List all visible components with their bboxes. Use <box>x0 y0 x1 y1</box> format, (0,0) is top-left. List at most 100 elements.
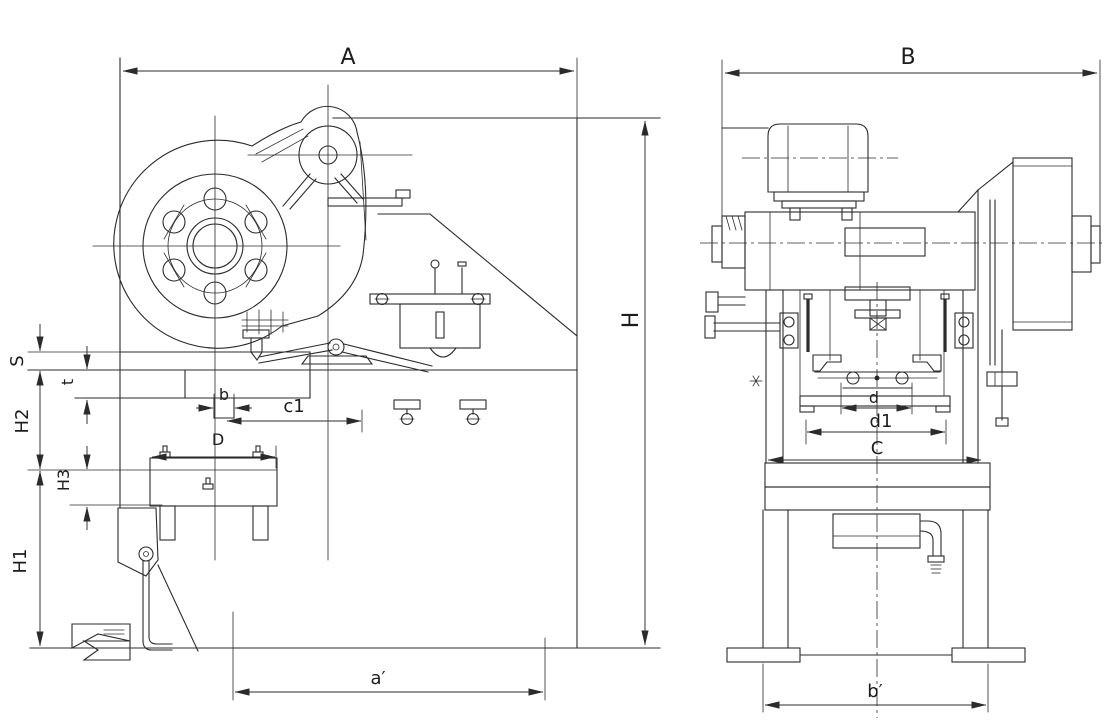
rocker-pivot <box>327 338 345 356</box>
dimension-d: d <box>840 382 913 415</box>
dimension-c1: c1 <box>226 396 363 433</box>
punch-tip <box>249 351 263 361</box>
link-bar <box>341 351 429 373</box>
bolster-block-upper <box>764 462 991 488</box>
slide-assembly <box>704 286 974 387</box>
base <box>726 282 1026 718</box>
t-bolt-stem <box>162 445 168 453</box>
brace-diagonal <box>157 564 199 652</box>
tie-bar-end <box>704 315 716 339</box>
bracket-leg-left-inner <box>289 178 317 210</box>
punch-holder-stem <box>250 337 263 353</box>
motor-foot <box>841 207 853 221</box>
flywheel-bolt <box>162 210 186 234</box>
pulley-shaft-hole <box>318 145 338 165</box>
t-bolt-stem <box>255 445 261 453</box>
slide-block-cross <box>869 317 887 331</box>
dim-label-H3: H3 <box>54 469 73 491</box>
pedal-rod-elbow <box>148 636 173 645</box>
screw-icon <box>783 334 795 346</box>
pedal-plate-upper <box>71 623 131 649</box>
die-cushion-assembly <box>369 259 491 426</box>
screw-icon <box>958 316 970 328</box>
hatch-tick <box>725 215 731 231</box>
base-motor-box <box>832 513 921 549</box>
bolster-side <box>799 371 951 413</box>
die-box-foot <box>393 399 421 410</box>
slide-stem <box>869 299 887 317</box>
flywheel-bolt <box>162 258 186 282</box>
flywheel-hub-outer <box>186 217 244 275</box>
pedal-plate-lower <box>82 640 131 661</box>
front-view: A H S t H2 H3 H1 <box>7 45 661 701</box>
flywheel-hub-side <box>1071 215 1092 273</box>
dim-label-S: S <box>7 355 28 366</box>
slide-cap <box>844 286 911 301</box>
flywheel-side <box>957 157 1101 369</box>
dimension-A: A <box>122 45 578 123</box>
pedal-bracket <box>117 507 159 577</box>
slide-plate <box>854 309 901 319</box>
pipe-elbow-outer <box>919 520 942 557</box>
bolster-block-lower <box>764 486 991 511</box>
rod-ball-head <box>430 259 440 269</box>
table-leg <box>159 505 176 541</box>
dimension-d1: d1 <box>805 411 947 445</box>
gib-bracket <box>954 312 974 349</box>
dim-label-D: D <box>212 430 224 449</box>
shaft-stub <box>1090 225 1101 264</box>
link-bar <box>258 342 331 358</box>
motor-body <box>767 123 869 193</box>
belt-guard-outline <box>113 105 367 349</box>
dim-label-A: A <box>340 45 355 70</box>
motor-rail <box>781 200 857 209</box>
flywheel-hub-bore <box>192 223 238 269</box>
t-bolt <box>252 451 264 458</box>
motor-pulley <box>282 125 411 210</box>
rocker-base <box>300 355 374 365</box>
dim-label-d1: d1 <box>870 411 893 432</box>
frame-incline-line <box>429 213 578 337</box>
dim-label-a-prime: a′ <box>370 668 385 689</box>
bolster-tab <box>935 405 951 413</box>
bracket-leg-right-inner <box>334 177 358 204</box>
dimension-H: H <box>619 120 649 646</box>
belt-line-outer <box>255 128 304 155</box>
screw-icon <box>783 316 795 328</box>
flywheel-bolt <box>244 210 268 234</box>
dimension-B: B <box>721 45 1101 269</box>
brake-assembly <box>986 329 1018 427</box>
dim-label-H1: H1 <box>10 549 31 574</box>
hatch-tick <box>731 215 737 231</box>
guard-slope <box>957 189 979 213</box>
datum-mark <box>752 375 760 387</box>
bolt-slash-mark <box>163 252 185 288</box>
dim-label-b: b <box>219 385 229 404</box>
slide-block <box>869 317 887 331</box>
die-box-body <box>399 303 481 349</box>
flywheel-bolt <box>203 187 227 211</box>
flywheel-bolt <box>203 281 227 305</box>
bracket-leg-right <box>340 173 364 200</box>
table-leg <box>252 505 269 541</box>
guide-rod-head <box>940 293 950 300</box>
pipe-elbow-inner <box>919 530 934 557</box>
dimension-a-prime: a′ <box>232 611 546 701</box>
dimension-C: C <box>767 438 982 464</box>
t-bolt-stem <box>205 477 211 485</box>
flywheel-rim-side <box>1012 157 1073 331</box>
screw-icon <box>958 334 970 346</box>
side-bolt-block <box>705 291 719 313</box>
flywheel-bolt <box>244 258 268 282</box>
link-bar <box>258 349 333 364</box>
bolt-slash-mark <box>163 204 185 240</box>
crankcase <box>700 211 1105 313</box>
ram-linkage <box>241 309 433 373</box>
hatch-tick <box>737 215 743 231</box>
rod-flat-head <box>457 261 467 267</box>
dim-label-d: d <box>869 388 879 407</box>
die-box-cone <box>429 347 457 358</box>
dim-label-B: B <box>900 45 915 70</box>
